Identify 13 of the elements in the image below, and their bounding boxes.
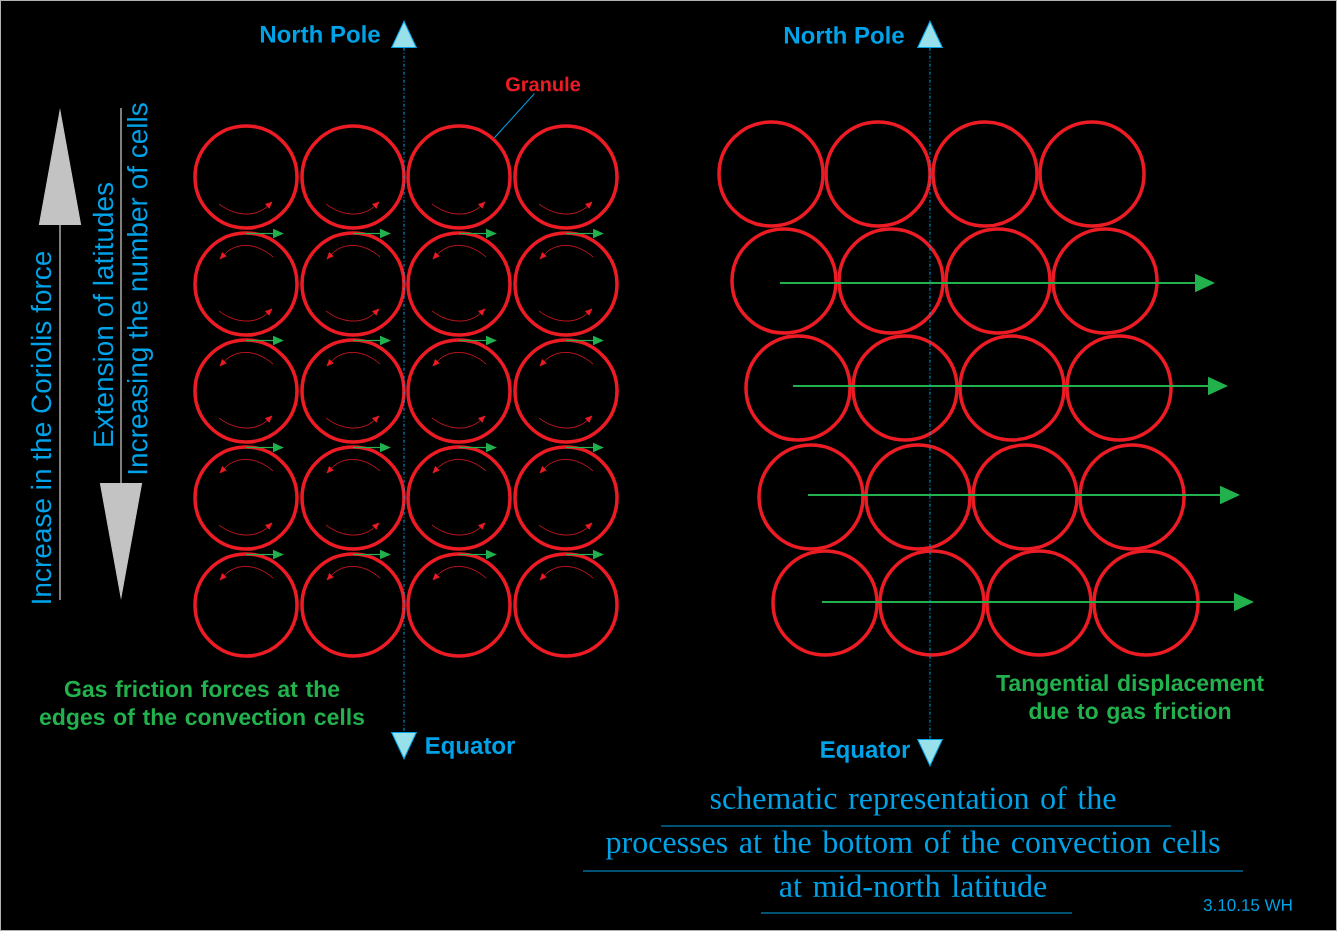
- leader-line: [493, 93, 535, 139]
- granule-circle: [406, 124, 512, 230]
- granule-label: Granule: [506, 76, 581, 92]
- annotation-text: Increasing the number of cells: [126, 103, 154, 474]
- annotation-text: Increase in the Coriolis force: [30, 251, 52, 603]
- axis-label: Equator: [426, 737, 515, 759]
- axis-label: North Pole: [260, 25, 380, 43]
- date-label: 3.10.15 WH: [1203, 899, 1292, 912]
- annotation-text: Tangential displacement due to gas friction: [996, 674, 1264, 724]
- axis-label: North Pole: [784, 26, 904, 44]
- annotation-text: Extension of latitudes: [92, 183, 114, 446]
- axis-label: Equator: [821, 741, 910, 763]
- annotation-text: Gas friction forces at the edges of the convection cells: [39, 680, 364, 730]
